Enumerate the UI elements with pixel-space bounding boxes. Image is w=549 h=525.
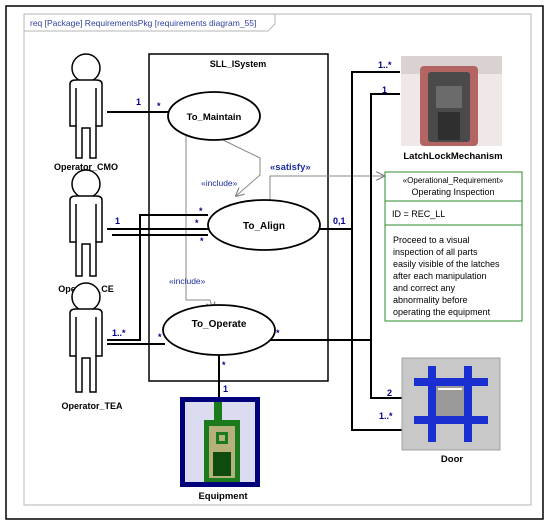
mult-align-right: 0,1 (333, 216, 346, 226)
include-label-2: «include» (169, 276, 206, 286)
actor-cmo-body (69, 79, 103, 159)
mult-ce-right-top: * (199, 206, 203, 216)
requirement-text-line-5: and correct any (393, 283, 456, 293)
mult-door-bottom: 1..* (379, 411, 393, 421)
assoc-operate-door[interactable] (370, 340, 402, 399)
actor-ce[interactable] (69, 169, 103, 277)
include-label-1: «include» (201, 178, 238, 188)
frame-title: req [Package] RequirementsPkg [requireme… (30, 18, 256, 28)
mult-tea-left: 1..* (112, 328, 126, 338)
door-blue-right (464, 366, 472, 442)
block-equipment[interactable] (180, 397, 260, 487)
assoc-align-latch[interactable] (318, 71, 400, 230)
door-image-shadow (401, 357, 501, 451)
usecase-align[interactable]: To_Align (207, 199, 321, 251)
actor-ce-body (69, 195, 103, 277)
actor-ce-head (71, 169, 101, 199)
mult-operate-right: * (276, 328, 280, 338)
actor-cmo-label: Operator_CMO (54, 162, 118, 172)
requirement-box[interactable]: «Operational_Requirement» Operating Insp… (384, 171, 523, 322)
requirement-name: Operating Inspection (411, 187, 494, 197)
actor-cmo[interactable] (69, 53, 103, 159)
door-label: Door (441, 454, 463, 465)
mult-equip-top: 1 (223, 384, 228, 394)
block-latch[interactable] (401, 56, 502, 146)
equipment-stem (214, 402, 222, 420)
mult-latch-second: 1 (382, 85, 387, 95)
usecase-align-label: To_Align (243, 221, 285, 232)
actor-cmo-head (71, 53, 101, 83)
frame-tab (23, 13, 276, 32)
actor-tea[interactable] (69, 282, 103, 393)
actor-tea-body (69, 308, 103, 393)
requirement-text-line-3: easily visible of the latches (393, 259, 500, 269)
assoc-operate-latch-door[interactable] (263, 93, 400, 341)
requirement-frame (384, 171, 523, 322)
door-blue-top (414, 378, 488, 386)
multiplicity-labels: 1 * 1 * * 1..* * * 0,1 * * 1 1..* 1 2 1.… (112, 60, 393, 421)
mult-door-top: 2 (387, 388, 392, 398)
mult-cmo-right: * (157, 101, 161, 111)
usecase-operate[interactable]: To_Operate (162, 304, 276, 356)
mult-latch-top: 1..* (378, 60, 392, 70)
requirement-text-line-2: inspection of all parts (393, 247, 478, 257)
include-dependency-1[interactable] (222, 139, 261, 196)
requirement-id: ID = REC_LL (392, 209, 445, 219)
assoc-align-door[interactable] (351, 229, 402, 431)
mult-operate-bottom: * (222, 360, 226, 370)
usecase-operate-label: To_Operate (192, 319, 247, 330)
latch-image-slot (436, 86, 462, 108)
equipment-panel (213, 452, 231, 476)
door-blue-left (428, 366, 436, 442)
requirement-text-line-1: Proceed to a visual (393, 235, 470, 245)
associations (107, 71, 402, 431)
satisfy-dependency[interactable] (269, 176, 384, 203)
system-name: SLL_ISystem (210, 59, 267, 69)
usecase-maintain-label: To_Maintain (187, 112, 242, 123)
requirement-text-line-7: operating the equipment (393, 307, 491, 317)
door-gray-center (436, 386, 464, 416)
equipment-window-core (219, 435, 225, 441)
requirement-stereotype: «Operational_Requirement» (403, 176, 504, 185)
mult-cmo-left: 1 (136, 97, 141, 107)
usecase-maintain[interactable]: To_Maintain (167, 91, 261, 141)
latch-label: LatchLockMechanism (403, 151, 502, 162)
mult-ce-right-bottom: * (195, 218, 199, 228)
door-white-highlight (438, 388, 462, 390)
actor-tea-head (71, 282, 101, 312)
equipment-label: Equipment (198, 491, 248, 502)
block-door[interactable] (401, 357, 501, 451)
satisfy-label: «satisfy» (270, 162, 311, 173)
requirement-text-line-4: after each manipulation (393, 271, 487, 281)
actor-tea-label: Operator_TEA (61, 401, 123, 411)
mult-tea-right: * (158, 332, 162, 342)
assoc-tea-align[interactable] (107, 214, 208, 341)
mult-align-bottom: * (200, 236, 204, 246)
requirement-text-line-6: abnormality before (393, 295, 468, 305)
latch-image-handle (438, 112, 460, 140)
door-blue-bottom (414, 416, 488, 424)
mult-ce-left: 1 (115, 216, 120, 226)
